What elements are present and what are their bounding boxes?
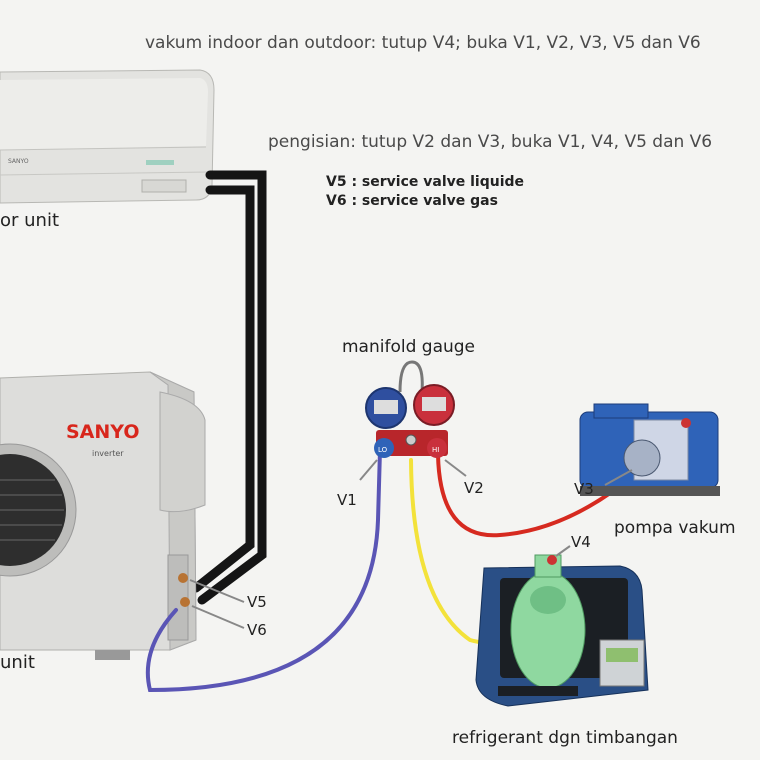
vacuum-pump <box>579 403 720 496</box>
valve-label-v6: V6 <box>247 621 267 639</box>
manifold-gauge[interactable]: LO HI <box>365 360 455 458</box>
valve-label-v2: V2 <box>464 479 484 497</box>
knob-lo[interactable] <box>374 438 394 458</box>
copper-pipes <box>191 170 267 605</box>
manifold-label: manifold gauge <box>342 337 475 357</box>
valve-label-v5: V5 <box>247 593 267 611</box>
cylinder-valve-v4[interactable] <box>547 555 557 565</box>
knob-lo-label: LO <box>378 446 388 454</box>
refrigerant-label: refrigerant dgn timbangan <box>452 728 678 748</box>
service-valve-v6[interactable] <box>180 597 190 607</box>
knob-hi[interactable] <box>427 438 447 458</box>
pump-label: pompa vakum <box>614 518 736 538</box>
service-valve-v5[interactable] <box>178 573 188 583</box>
v5-definition: V5 : service valve liquide <box>326 174 524 190</box>
valve-pointers <box>189 459 633 629</box>
indoor-unit: SANYO <box>0 69 215 204</box>
vacuum-instruction: vakum indoor dan outdoor: tutup V4; buka… <box>145 33 701 53</box>
refrigerant-cylinder-scale <box>475 554 649 707</box>
outdoor-unit: SANYO inverter <box>0 371 206 660</box>
indoor-logo: SANYO <box>8 158 29 165</box>
valve-label-v3: V3 <box>574 480 594 498</box>
outdoor-unit-label: unit <box>0 652 35 673</box>
blue-hose <box>145 448 382 693</box>
knob-hi-label: HI <box>432 446 439 454</box>
pump-valve-v3[interactable] <box>681 418 691 428</box>
inverter-label: inverter <box>92 449 124 458</box>
indoor-unit-label: or unit <box>0 210 59 231</box>
charging-instruction: pengisian: tutup V2 dan V3, buka V1, V4,… <box>268 132 712 152</box>
valve-label-v4: V4 <box>571 533 591 551</box>
v6-definition: V6 : service valve gas <box>326 193 498 209</box>
sanyo-logo: SANYO <box>66 421 140 443</box>
valve-label-v1: V1 <box>337 491 357 509</box>
